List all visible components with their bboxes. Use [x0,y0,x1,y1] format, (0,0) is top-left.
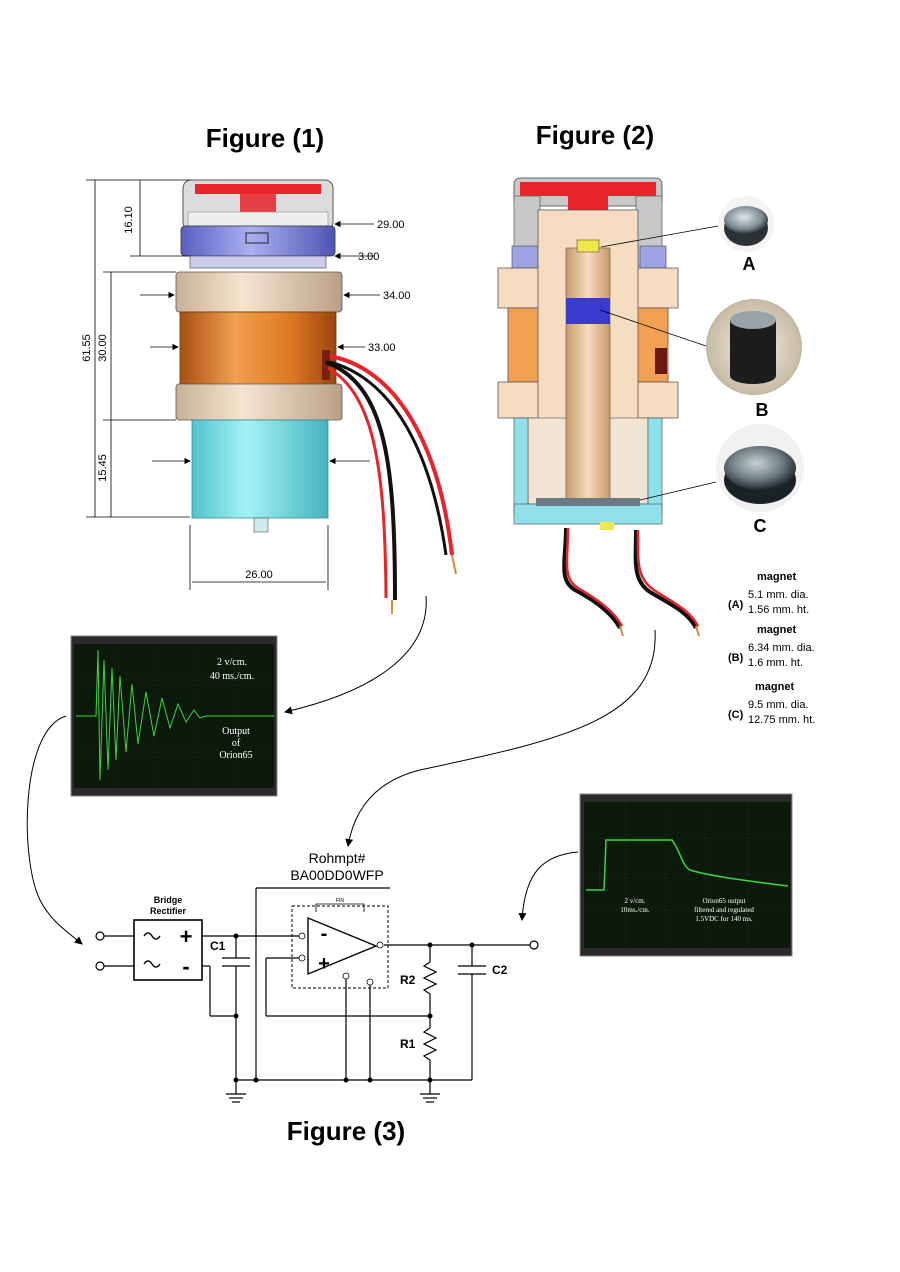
oscilloscope-1: 2 v/cm. 40 ms./cm. Output of Orion65 [70,635,278,797]
opamp-plus: + [318,953,330,975]
magnet-b-ht: 1.6 mm. ht. [748,657,803,669]
dim-overall-height: 61.55 [81,334,93,362]
magnet-c-heading: magnet [755,681,794,693]
scope1-time: 40 ms./cm. [210,671,254,682]
dim-top-height: 16.10 [123,206,135,234]
magnet-c-shape [536,498,640,506]
fig1-bottom-flange [175,383,343,421]
figure2-section-drawing [497,177,700,637]
bridge-rectifier: + - [133,919,203,981]
scope2-trace [586,839,789,891]
regulator-part-number: BA00DD0WFP [290,867,383,883]
magnet-a-letter: A [743,254,756,274]
fig1-base [191,419,329,519]
scope1-trace [76,649,274,781]
figure1-title: Figure (1) [206,123,324,153]
dim-cap-ring: 3.00 [358,251,379,263]
dim-flange-dia: 34.00 [383,290,411,302]
regulator-part-label: Rohmpt# [309,850,366,866]
dim-cap-dia: 29.00 [377,219,405,231]
fig1-wire-black-b [329,360,448,556]
magnet-b-photo [599,299,802,395]
bridge-plus: + [180,924,193,949]
scope1-volts: 2 v/cm. [217,657,247,668]
c2-label: C2 [492,963,508,977]
magnet-a-shape [576,239,600,253]
scope2-volts: 2 v/cm. [625,897,646,905]
dim-base-dia: 26.00 [245,569,273,581]
fig1-terminal [322,350,330,380]
fig1-wire-tip-2 [451,554,457,575]
c1-label: C1 [210,939,226,953]
output-terminal [529,940,539,950]
magnet-b-heading: magnet [757,624,796,636]
magnet-c-dia: 9.5 mm. dia. [748,699,809,711]
figure1-drawing [175,179,457,614]
magnet-c-letter: C [754,516,767,536]
fig1-coil [179,311,337,387]
bridge-minus: - [182,954,189,979]
oscilloscope-2: 2 v/cm. 10ms./cm. Orion65 output filtere… [579,793,793,957]
input-terminals [95,931,539,971]
scope2-time: 10ms./cm. [620,906,649,914]
magnet-a-ht: 1.56 mm. ht. [748,604,809,616]
magnet-b-tag: (B) [728,652,744,664]
fig1-cap [180,179,336,269]
figure3-title: Figure (3) [287,1116,405,1146]
scope1-caption-3: Orion65 [219,750,252,761]
scope2-note-3: 1.5VDC for 140 ms. [695,915,753,923]
magnet-c-ht: 12.75 mm. ht. [748,714,815,726]
dim-coil-dia: 33.00 [368,342,396,354]
magnet-b-letter: B [756,400,769,420]
voltage-regulator: FIN - + [291,898,389,989]
scope1-caption-2: of [232,738,241,749]
fig1-stem [253,517,269,533]
figure2-title: Figure (2) [536,120,654,150]
regulator-pin-label: FIN [336,898,344,904]
dim-coil-height: 30.00 [97,334,109,362]
scope1-caption-1: Output [222,726,250,737]
magnet-a-heading: magnet [757,571,796,583]
fig1-top-flange [175,271,343,313]
magnet-specs: magnet (A) 5.1 mm. dia. 1.56 mm. ht. mag… [728,571,815,726]
bridge-label-2: Rectifier [150,906,187,916]
fig1-wire-black [325,360,397,601]
opamp-minus: - [321,923,328,945]
scope2-note-2: filtered and regulated [694,906,754,914]
r1-label: R1 [400,1037,416,1051]
magnet-a-tag: (A) [728,599,744,611]
magnet-c-tag: (C) [728,709,744,721]
connector-arrows [26,595,656,945]
fig1-wire-red-a [327,366,388,599]
dim-bottom-height: 15.45 [97,454,109,482]
magnet-a-dia: 5.1 mm. dia. [748,589,809,601]
magnet-b-dia: 6.34 mm. dia. [748,642,815,654]
circuit-wiring [104,887,530,1103]
fig1-wire-red [329,354,454,556]
r2-label: R2 [400,973,416,987]
scope2-note-1: Orion65 output [703,897,746,905]
figure1-dimension-lines [86,179,380,590]
circuit-junctions [233,933,475,1083]
magnet-c-photo [639,424,804,512]
bridge-label-1: Bridge [154,895,183,905]
magnet-a-photo [600,196,774,252]
